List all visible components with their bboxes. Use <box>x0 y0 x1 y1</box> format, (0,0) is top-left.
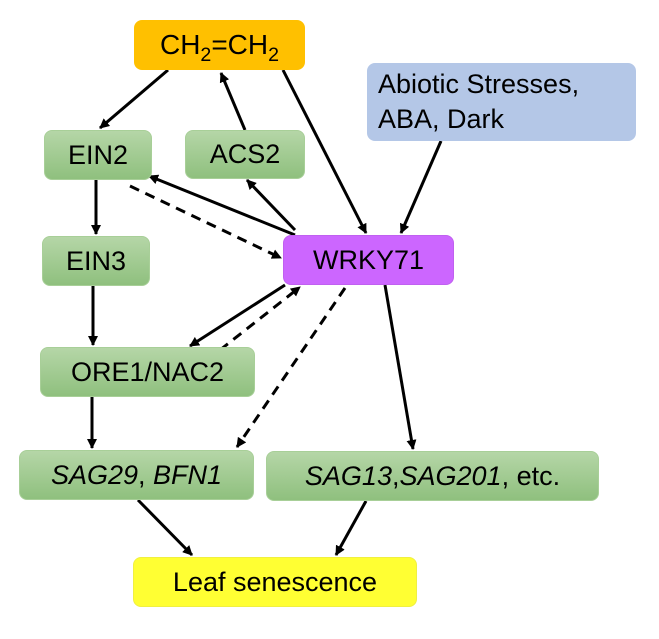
edge-wrky71-to-acs2 <box>245 178 297 232</box>
edge-wrky71-to-sag13 <box>383 284 417 450</box>
sag29-label: SAG29, BFN1 <box>50 459 223 490</box>
edge-sag29-to-senescence <box>136 498 194 557</box>
acs2-label: ACS2 <box>209 139 281 169</box>
edge-acs2-to-ethylene <box>219 72 247 131</box>
edge-ein2-to-wrky71 <box>129 184 282 260</box>
sag13-label: SAG13,SAG201, etc. <box>304 460 561 491</box>
acs2-node: ACS2 <box>185 130 305 179</box>
ein2-label: EIN2 <box>67 139 129 170</box>
edge-wrky71-to-ore1 <box>189 283 286 348</box>
ein3-label: EIN3 <box>65 245 127 276</box>
edge-sag13-to-senescence <box>334 500 368 556</box>
ethylene-label: CH2=CH2 <box>159 29 280 66</box>
edge-wrky71-to-ein2 <box>148 174 296 237</box>
edge-ethylene-to-ein2 <box>99 68 169 130</box>
edge-ethylene-to-wrky71 <box>281 69 368 234</box>
senescence-label: Leaf senescence <box>172 566 378 597</box>
ein3-node: EIN3 <box>42 236 150 286</box>
edge-stress-to-wrky71 <box>399 140 443 234</box>
stress-label: Abiotic Stresses,ABA, Dark <box>378 69 580 134</box>
sag29-node: SAG29, BFN1 <box>19 450 254 500</box>
ore1-node: ORE1/NAC2 <box>40 347 255 397</box>
sag13-node: SAG13,SAG201, etc. <box>266 451 599 501</box>
ethylene-node: CH2=CH2 <box>134 20 305 70</box>
ore1-label: ORE1/NAC2 <box>70 356 225 387</box>
ein2-node: EIN2 <box>44 130 152 180</box>
wrky71-label: WRKY71 <box>312 244 425 275</box>
senescence-node: Leaf senescence <box>133 557 417 607</box>
edge-wrky71-to-sag29 <box>235 287 347 448</box>
stress-node: Abiotic Stresses,ABA, Dark <box>367 63 636 141</box>
wrky71-node: WRKY71 <box>283 235 454 285</box>
